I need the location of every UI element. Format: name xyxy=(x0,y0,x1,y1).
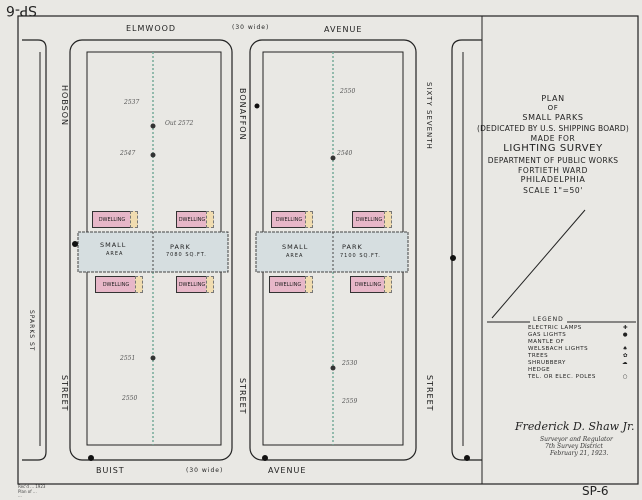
legend-label: TREES xyxy=(528,353,549,359)
legend-label: SHRUBBERY xyxy=(528,360,566,366)
legend-title: LEGEND xyxy=(530,316,567,323)
pencil-note: 2550 xyxy=(340,88,356,95)
sheet-id-top: SP-6 xyxy=(6,2,37,18)
street-width-note: (30 wide) xyxy=(232,24,270,31)
title-line: (DEDICATED BY U.S. SHIPPING BOARD) xyxy=(476,124,630,133)
street-bonaffon-street: STREET xyxy=(238,378,247,415)
electric-lamp-icon: ✚ xyxy=(622,325,628,331)
dwelling: DWELLING xyxy=(95,276,143,293)
park-2-name2: PARK xyxy=(342,243,363,251)
park-2-area-label: AREA xyxy=(286,253,304,259)
gas-light-markers xyxy=(150,123,336,371)
electric-lamp-markers xyxy=(72,103,470,461)
pencil-note: 2559 xyxy=(342,398,358,405)
shrubbery-icon: ☁ xyxy=(622,360,628,366)
sheet-border xyxy=(17,15,639,485)
legend-label: GAS LIGHTS xyxy=(528,332,567,338)
title-line: PHILADELPHIA xyxy=(520,175,586,184)
street-sixty-seventh: SIXTY SEVENTH xyxy=(425,82,433,150)
title-line: FORTIETH WARD xyxy=(518,166,588,175)
pencil-note: 2551 xyxy=(120,355,136,362)
street-avenue: AVENUE xyxy=(268,466,307,475)
title-line: MADE FOR xyxy=(530,134,576,143)
park-1-area: 7080 SQ.FT. xyxy=(166,252,207,258)
dwelling: DWELLING xyxy=(269,276,313,293)
title-line: SCALE 1"=50' xyxy=(523,186,583,195)
block-left-strip xyxy=(22,39,47,461)
dwelling: DWELLING xyxy=(176,276,214,293)
footnote-line: Rec'd ... 1923 xyxy=(18,484,46,489)
street-hobson-street: STREET xyxy=(60,375,69,412)
pole-icon: ○ xyxy=(622,374,628,380)
street-avenue: AVENUE xyxy=(324,25,363,34)
scale-line xyxy=(491,209,586,319)
legend-label: TEL. OR ELEC. POLES xyxy=(528,374,596,380)
block-1 xyxy=(69,39,233,461)
street-width-note: (30 wide) xyxy=(186,467,224,474)
pencil-note: Out 2572 xyxy=(165,120,194,127)
signature-line: 7th Survey District xyxy=(545,443,603,450)
title-line: OF xyxy=(547,104,559,112)
legend-item: TEL. OR ELEC. POLES ○ xyxy=(528,374,628,381)
dwelling: DWELLING xyxy=(92,211,138,228)
title-line: LIGHTING SURVEY xyxy=(503,143,603,154)
legend-item: GAS LIGHTS ● xyxy=(528,332,628,339)
signature-line: Surveyor and Regulator xyxy=(540,436,613,443)
pencil-note: 2530 xyxy=(342,360,358,367)
street-left-outer: SPARKS ST xyxy=(28,310,35,352)
park-2 xyxy=(255,231,409,273)
dwelling: DWELLING xyxy=(352,211,392,228)
sheet-id-bottom: SP-6 xyxy=(582,484,609,498)
legend-item: HEDGE xyxy=(528,367,628,374)
park-2-area: 7100 SQ.FT. xyxy=(340,253,381,259)
footnote-line: Plan of ... xyxy=(18,488,37,494)
park-1-name: SMALL xyxy=(100,241,127,249)
title-line: PLAN xyxy=(541,94,565,103)
legend: ELECTRIC LAMPS ✚ GAS LIGHTS ● MANTLE OF … xyxy=(528,325,628,381)
legend-label: MANTLE OF xyxy=(528,339,565,345)
legend-label: WELSBACH LIGHTS xyxy=(528,346,589,352)
legend-label: HEDGE xyxy=(528,367,551,373)
pencil-note: 2537 xyxy=(124,99,140,106)
legend-item: WELSBACH LIGHTS ♠ xyxy=(528,346,628,353)
street-bonaffon: BONAFFON xyxy=(238,88,247,141)
footnote-line: ... xyxy=(18,493,22,498)
park-1-area-label: AREA xyxy=(106,251,124,257)
block-2 xyxy=(249,39,417,461)
dwelling: DWELLING xyxy=(176,211,214,228)
legend-label: ELECTRIC LAMPS xyxy=(528,325,582,331)
welsbach-light-icon: ♠ xyxy=(622,346,628,352)
signature-line: February 21, 1923. xyxy=(550,450,609,457)
street-sixty-seventh-street: STREET xyxy=(425,375,434,412)
park-1-name2: PARK xyxy=(170,243,191,251)
pencil-note: 2547 xyxy=(120,150,136,157)
legend-item: SHRUBBERY ☁ xyxy=(528,360,628,367)
pencil-note: 2540 xyxy=(337,150,353,157)
dwelling: DWELLING xyxy=(271,211,313,228)
block-right-strip xyxy=(451,39,482,461)
footnote: Rec'd ... 1923 Plan of ... ... xyxy=(18,484,46,499)
title-line: SMALL PARKS xyxy=(522,113,584,122)
street-hobson: HOBSON xyxy=(60,85,69,127)
dwelling: DWELLING xyxy=(350,276,392,293)
gas-light-icon: ● xyxy=(622,332,628,338)
tree-icon: ✿ xyxy=(622,353,628,359)
legend-item: ELECTRIC LAMPS ✚ xyxy=(528,325,628,332)
park-2-name: SMALL xyxy=(282,243,309,251)
street-buist: BUIST xyxy=(96,466,125,475)
signature: Frederick D. Shaw Jr. xyxy=(515,420,635,433)
street-elmwood: ELMWOOD xyxy=(126,24,177,33)
legend-item: TREES ✿ xyxy=(528,353,628,360)
legend-item: MANTLE OF xyxy=(528,339,628,346)
pencil-note: 2550 xyxy=(122,395,138,402)
title-line: DEPARTMENT OF PUBLIC WORKS xyxy=(487,156,619,165)
